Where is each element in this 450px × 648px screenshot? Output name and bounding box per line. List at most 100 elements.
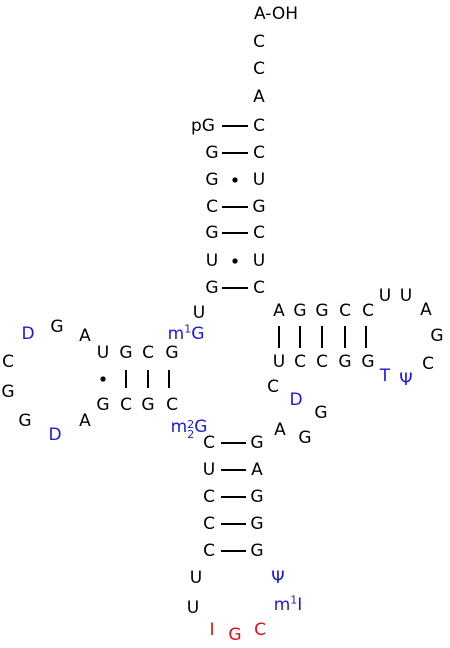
nucleotide-ac-l2: U [203,460,215,480]
nucleotide-letter: m [167,324,185,344]
nucleotide-letter: A [273,301,285,321]
nucleotide-d-bot-a: A [79,411,91,431]
nucleotide-var-g1: G [314,403,327,423]
nucleotide-t-bot-c: C [294,352,306,372]
nucleotide-letter: U [186,598,200,618]
nucleotide-ac-c: C [254,620,266,640]
nucleotide-letter: C [203,514,215,534]
nucleotide-m1g: m1G [167,322,205,344]
nucleotide-d-bot-g2: G [141,395,154,415]
nucleotide-letter: G [50,317,64,337]
nucleotide-letter: C [253,32,265,52]
nucleotide-letter: G [430,326,444,346]
nucleotide-letter: Ψ [399,370,413,390]
nucleotide-letter: A [420,300,432,320]
nucleotide-letter: G [1,382,15,402]
nucleotide-t-loop-psi: Ψ [399,370,412,390]
nucleotide-d-top-c: C [142,343,154,363]
modification-superscript: 1 [184,322,192,336]
wobble-pair-dot-acc-bp6 [232,258,238,264]
nucleotide-letter: m [273,595,291,615]
nucleotide-t-bot-g: G [338,352,351,372]
nucleotide-d-loop-g1: G [50,317,63,337]
nucleotide-ac-r2: A [251,460,263,480]
nucleotide-letter: A [253,87,265,107]
nucleotide-letter: G [250,541,264,561]
nucleotide-letter: A-OH [253,4,299,24]
nucleotide-letter: C [254,620,266,640]
nucleotide-letter: C [253,223,265,243]
nucleotide-m1i: m1I [273,593,303,615]
nucleotide-letter: G [165,343,179,363]
nucleotide-d-loop-c: C [2,352,14,372]
nucleotide-ac-l5: C [203,541,215,561]
nucleotide-letter: C [339,301,351,321]
nucleotide-ac-r4: G [250,514,263,534]
nucleotide-letter: G [141,395,155,415]
nucleotide-d-bot-g: G [96,395,109,415]
nucleotide-ac-psi: Ψ [271,568,284,588]
nucleotide-t-top-g2: G [315,301,328,321]
nucleotide-d-bot-c: C [120,395,132,415]
nucleotide-letter: C [294,352,306,372]
modification-superscript: 1 [290,593,298,607]
nucleotide-letter: U [189,568,203,588]
nucleotide-t-bot-c2: C [316,352,328,372]
nucleotide-letter: G [338,352,352,372]
nucleotide-letter: U [272,352,286,372]
nucleotide-letter: G [250,487,264,507]
nucleotide-acc-l4: C [206,197,218,217]
nucleotide-letter: C [120,395,132,415]
nucleotide-letter: A [251,460,263,480]
nucleotide-letter: C [253,59,265,79]
nucleotide-d-loop-d2: D [48,425,61,445]
nucleotide-t-bot-u: U [273,352,285,372]
nucleotide-ac-loop-u2: U [187,598,199,618]
nucleotide-letter: U [252,170,266,190]
nucleotide-letter: A [79,326,91,346]
nucleotide-var-g2: G [298,428,311,448]
nucleotide-t-loop-a: A [420,300,432,320]
nucleotide-t-top-g: G [293,301,306,321]
nucleotide-letter: C [2,352,14,372]
nucleotide-var-d: D [289,390,302,410]
nucleotide-acc-l1: pG [191,116,215,136]
nucleotide-letter: G [205,143,219,163]
nucleotide-ac-loop-u1: U [190,568,202,588]
nucleotide-acc-l6: U [206,251,218,271]
nucleotide-letter: C [267,377,279,397]
nucleotide-letter: C [203,433,215,453]
nucleotide-letter: G [205,223,219,243]
nucleotide-letter: T [379,366,391,386]
nucleotide-acc-a: A [253,87,265,107]
nucleotide-letter: Ψ [271,568,285,588]
nucleotide-letter: U [205,251,219,271]
nucleotide-t-bot-g2: G [361,352,374,372]
wobble-pair-dot-acc-bp3 [232,177,238,183]
nucleotide-letter: G [250,514,264,534]
nucleotide-acc-r2: C [253,143,265,163]
nucleotide-acc-r5: C [253,223,265,243]
nucleotide-link-u8: U [193,303,205,323]
nucleotide-t-top-c2: C [362,301,374,321]
modification-base: G [191,324,205,344]
wobble-pair-dot-d-bp1 [100,376,106,382]
nucleotide-t-loop-g: G [430,326,443,346]
nucleotide-letter: I [209,620,215,640]
nucleotide-letter: C [206,197,218,217]
nucleotide-acc-c2: C [253,59,265,79]
nucleotide-letter: U [399,286,413,306]
nucleotide-acc-c1: C [253,32,265,52]
nucleotide-ac-l1: C [203,433,215,453]
nucleotide-acc-r3: U [253,170,265,190]
nucleotide-letter: G [252,197,266,217]
nucleotide-letter: G [96,395,110,415]
nucleotide-var-c: C [267,377,279,397]
nucleotide-letter: G [314,403,328,423]
nucleotide-t-loop-u2: U [400,286,412,306]
nucleotide-d-top-g: G [165,343,178,363]
nucleotide-letter: G [119,343,133,363]
nucleotide-ac-g: G [228,625,241,645]
